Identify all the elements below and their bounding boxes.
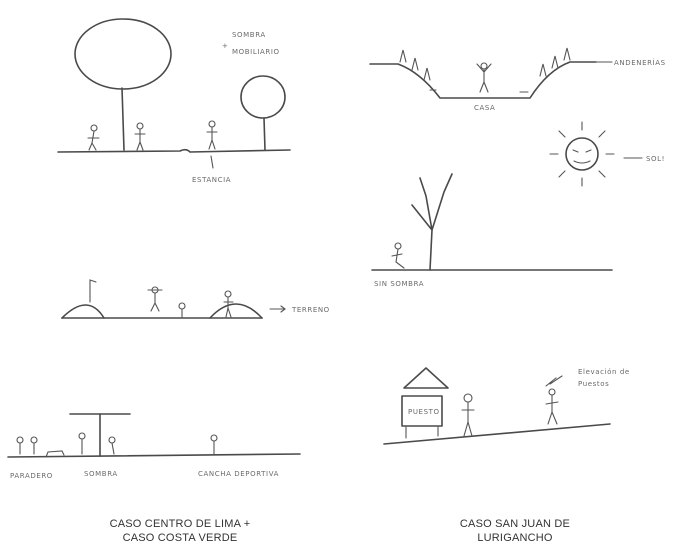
- sun-sketch: SOL!: [549, 121, 665, 187]
- caption-right-line-1: CASO SAN JUAN DE: [459, 518, 571, 530]
- shade-trees-sketch: + SOMBRA MOBILIARIO ESTANCIA: [57, 18, 291, 184]
- vendor-note-1: Elevación de: [578, 368, 630, 376]
- caption-right: CASO SAN JUAN DE LURIGANCHO: [395, 517, 635, 545]
- bare-tree: [411, 173, 453, 271]
- sun-note: SOL!: [646, 155, 665, 163]
- shade-note-2: MOBILIARIO: [232, 48, 280, 56]
- plus-note: +: [222, 42, 228, 50]
- shade-note-1: SOMBRA: [232, 31, 266, 39]
- ground-line-1: [57, 148, 291, 153]
- big-tree-trunk: [121, 87, 125, 151]
- person-figure: [87, 120, 218, 151]
- vendor-note-2: Puestos: [578, 380, 609, 388]
- ground-line-3: [7, 453, 301, 458]
- big-tree-canopy: [74, 18, 172, 90]
- kiosk-roof: [403, 367, 449, 389]
- sun-icon: [565, 137, 599, 171]
- small-tree-trunk: [263, 117, 266, 151]
- bus-stop-note: PARADERO: [10, 472, 53, 480]
- ground-line-5: [383, 423, 611, 445]
- valley-sketch: ANDENERÍAS CASA: [369, 47, 666, 112]
- vendor-sketch: PUESTO Elevación de Puestos: [383, 367, 630, 445]
- shade-note-3: SOMBRA: [84, 470, 118, 478]
- bare-tree-sketch: SIN SOMBRA: [371, 173, 613, 288]
- kiosk-label: PUESTO: [408, 408, 440, 416]
- caption-right-line-2: LURIGANCHO: [477, 532, 553, 544]
- court-note: CANCHA DEPORTIVA: [198, 470, 279, 478]
- caption-left-line-1: CASO CENTRO DE LIMA +: [109, 518, 251, 530]
- bus-stop-sketch: PARADERO SOMBRA CANCHA DEPORTIVA: [7, 413, 301, 480]
- kiosk-box: [401, 395, 443, 427]
- tree-note: SIN SOMBRA: [374, 280, 424, 288]
- sport-arrow-note: TERRENO: [291, 306, 330, 314]
- small-tree-canopy: [240, 75, 286, 119]
- sports-sketch: TERRENO: [61, 279, 330, 319]
- ground-note: ESTANCIA: [192, 176, 231, 184]
- caption-left: CASO CENTRO DE LIMA + CASO COSTA VERDE: [60, 517, 300, 545]
- house-note: CASA: [474, 104, 495, 112]
- valley-note: ANDENERÍAS: [614, 58, 666, 67]
- caption-left-line-2: CASO COSTA VERDE: [122, 532, 238, 544]
